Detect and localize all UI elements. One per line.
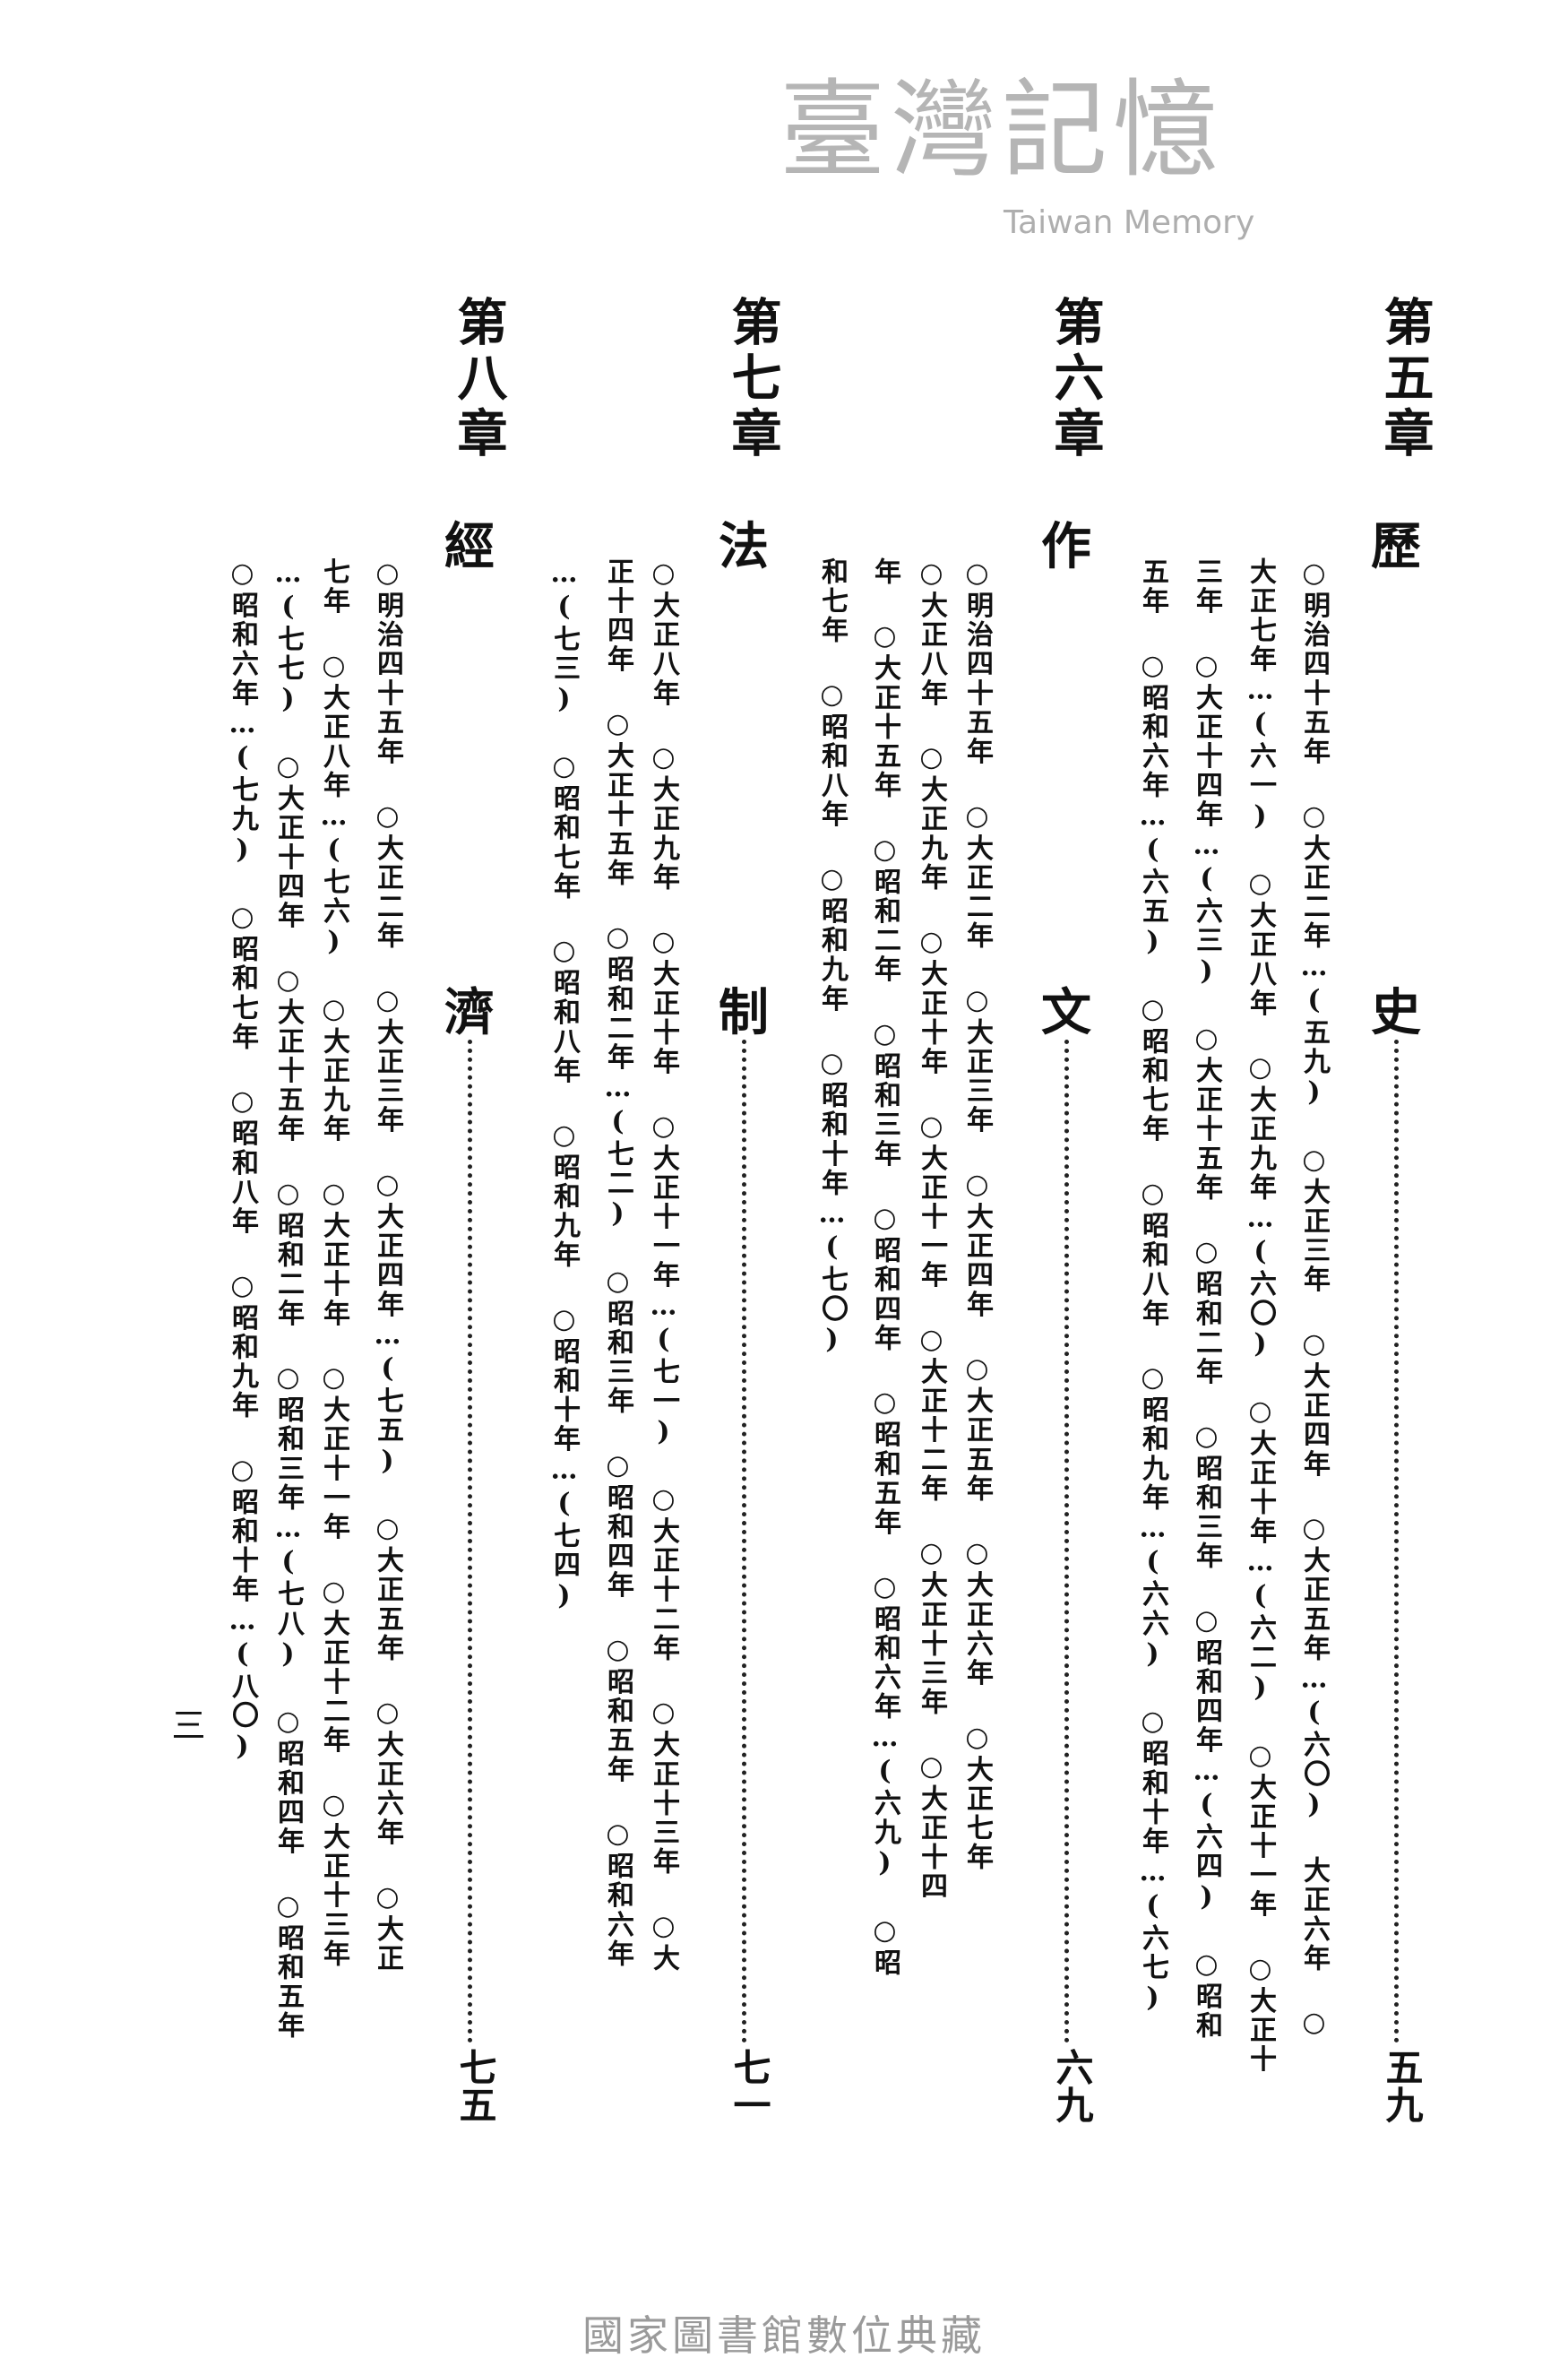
toc-entry-line: …(七七) ○大正十四年 ○大正十五年 ○昭和二年 ○昭和三年…(七八) ○昭和… (272, 557, 304, 2041)
toc-entry-line: ○明治四十五年 ○大正二年…(五九) ○大正三年 ○大正四年 ○大正五年…(六〇… (1298, 557, 1330, 2041)
chapter-title-char: 經 (444, 517, 495, 576)
toc-entry-line: 年 ○大正十五年 ○昭和二年 ○昭和三年 ○昭和四年 ○昭和五年 ○昭和六年…(… (869, 557, 900, 1978)
toc-entry-line: ○明治四十五年 ○大正二年 ○大正三年 ○大正四年…(七五) ○大正五年 ○大正… (372, 557, 403, 1973)
chapter-title-char: 歷 (1371, 517, 1421, 576)
chapter-page-ref: 七五 (453, 2048, 497, 2123)
chapter-page-ref: 六九 (1050, 2048, 1094, 2123)
watermark-english: Taiwan Memory (1004, 204, 1255, 241)
chapter-title-char: 制 (719, 983, 769, 1042)
toc-entry-line: 正十四年 ○大正十五年 ○昭和二年…(七二) ○昭和三年 ○昭和四年 ○昭和五年… (602, 557, 633, 1969)
chapter-number: 第六章 (1046, 296, 1105, 462)
chapter-title-char: 文 (1041, 983, 1091, 1042)
chapter-title-char: 法 (719, 517, 769, 576)
chapter-title-char: 史 (1371, 983, 1421, 1042)
chapter-title-char: 作 (1041, 517, 1091, 576)
chapter-page-ref: 五九 (1380, 2048, 1424, 2123)
toc-entry-line: 五年 ○昭和六年…(六五) ○昭和七年 ○昭和八年 ○昭和九年…(六六) ○昭和… (1137, 557, 1168, 2017)
toc-entry-line: ○昭和六年…(七九) ○昭和七年 ○昭和八年 ○昭和九年 ○昭和十年…(八〇) (227, 557, 258, 1765)
chapter-number: 第五章 (1375, 296, 1434, 462)
toc-entry-line: ○明治四十五年 ○大正二年 ○大正三年 ○大正四年 ○大正五年 ○大正六年 ○大… (961, 557, 993, 1872)
chapter-number: 第七章 (723, 296, 782, 462)
chapter-title-char: 濟 (444, 983, 495, 1042)
toc-entry-line: 大正七年…(六一) ○大正八年 ○大正九年…(六〇) ○大正十年…(六二) ○大… (1245, 557, 1276, 2075)
toc-entry-line: 和七年 ○昭和八年 ○昭和九年 ○昭和十年…(七〇) (816, 557, 848, 1358)
toc-entry-line: ○大正八年 ○大正九年 ○大正十年 ○大正十一年 ○大正十二年 ○大正十三年 ○… (916, 557, 947, 1902)
chapter-page-ref: 七一 (728, 2048, 771, 2123)
footer-archive-label: 國家圖書館數位典藏 (582, 2311, 986, 2360)
toc-entry-line: 七年 ○大正八年…(七六) ○大正九年 ○大正十年 ○大正十一年 ○大正十二年 … (318, 557, 349, 1969)
toc-entry-line: ○大正八年 ○大正九年 ○大正十年 ○大正十一年…(七一) ○大正十二年 ○大正… (648, 557, 679, 1973)
chapter-number: 第八章 (449, 296, 508, 462)
toc-entry-line: 三年 ○大正十四年…(六三) ○大正十五年 ○昭和二年 ○昭和三年 ○昭和四年…… (1191, 557, 1222, 2041)
dot-leader (1064, 1040, 1069, 2043)
watermark-logo: 臺灣記憶 (780, 68, 1225, 192)
dot-leader (742, 1040, 746, 2043)
page-number: 三 (166, 1707, 205, 1741)
dot-leader (468, 1040, 472, 2043)
toc-entry-line: …(七三) ○昭和七年 ○昭和八年 ○昭和九年 ○昭和十年…(七四) (548, 557, 580, 1614)
dot-leader (1394, 1040, 1399, 2043)
